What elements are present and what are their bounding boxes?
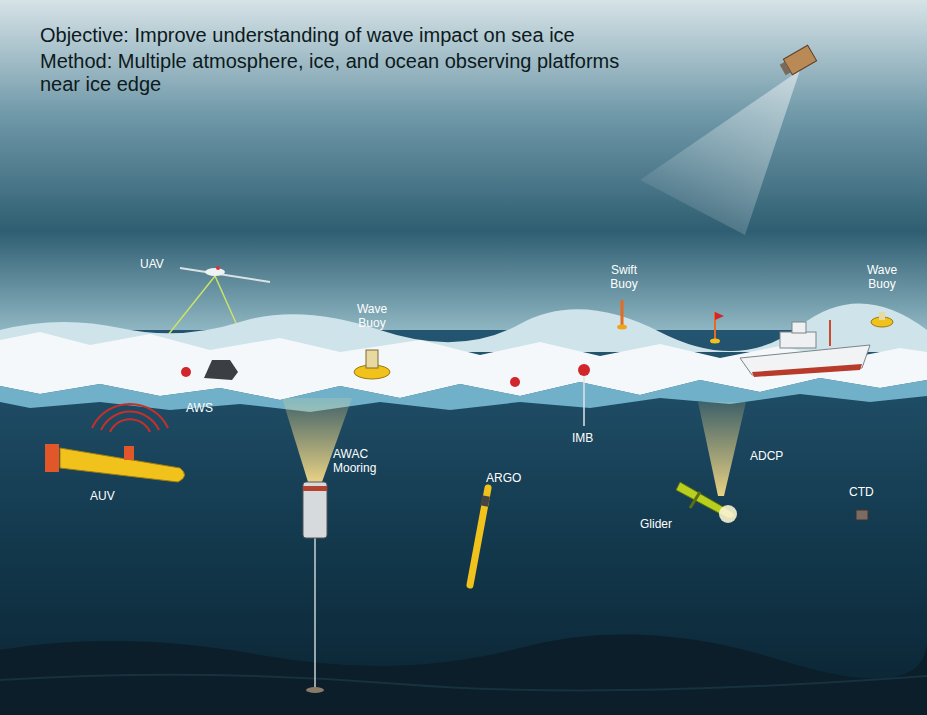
signal-arc (110, 419, 150, 432)
platform-label: Glider (640, 518, 672, 532)
platform-label: UAV (140, 258, 164, 272)
sea (0, 330, 927, 715)
satellite-panel (780, 62, 791, 75)
mooring-line (314, 536, 316, 688)
ice-buoys (181, 300, 893, 426)
ship-mast (829, 320, 831, 346)
awac-cylinder (303, 482, 327, 538)
satellite-beam (640, 70, 800, 235)
auv-hull (60, 448, 185, 482)
auv-mast (124, 446, 134, 460)
flag-buoy-float (710, 339, 720, 344)
sea-ice (0, 303, 927, 412)
seabed-ridge (0, 675, 927, 691)
platform-label: Wave Buoy (858, 264, 906, 292)
uav-wing (180, 268, 270, 282)
mooring-anchor (306, 687, 324, 693)
adcp-beam (698, 402, 746, 496)
awac-band (303, 486, 327, 491)
ctd-sensor (856, 510, 868, 520)
ship-bridge (792, 322, 806, 333)
swift-buoy-float (617, 325, 627, 330)
flag (715, 312, 724, 320)
uav-body (205, 268, 225, 276)
imb-string (583, 376, 585, 426)
satellite (640, 45, 817, 235)
platform-label: AUV (90, 490, 115, 504)
platform-label: ADCP (750, 450, 783, 464)
platform-label: Swift Buoy (600, 264, 648, 292)
argo-body (470, 488, 488, 585)
red-buoy (510, 377, 520, 387)
ship-stripe (752, 364, 862, 377)
argo-band (484, 496, 486, 506)
signal-arc (101, 412, 159, 430)
glider-wing (690, 492, 700, 508)
platform-label: ARGO (486, 472, 521, 486)
auv-tail (45, 444, 59, 472)
seabed (0, 635, 927, 715)
method-text: Method: Multiple atmosphere, ice, and oc… (40, 50, 650, 96)
platform-label: Wave Buoy (348, 303, 396, 331)
glider (676, 402, 746, 523)
objective-text: Objective: Improve understanding of wave… (40, 24, 575, 47)
wave-buoy-tower (879, 312, 885, 320)
platform-label: CTD (849, 486, 874, 500)
glider-light (719, 505, 737, 523)
ice-underside (0, 378, 927, 412)
platform-label: IMB (572, 432, 593, 446)
ship-cabin (780, 332, 816, 348)
wave-buoy-tower (366, 350, 378, 368)
imb-buoy (578, 364, 590, 376)
platform-label: AWS (186, 402, 213, 416)
research-ship (740, 320, 870, 377)
uav-light (216, 266, 220, 270)
auv-vehicle (45, 404, 185, 482)
aws-station (204, 360, 238, 380)
red-buoy (181, 367, 191, 377)
sky (0, 0, 927, 330)
platform-label: AWAC Mooring (333, 448, 393, 476)
argo-float (470, 488, 488, 585)
swift-buoy-mast (621, 300, 624, 326)
awac-mooring (282, 398, 352, 693)
signal-arc (92, 404, 168, 428)
